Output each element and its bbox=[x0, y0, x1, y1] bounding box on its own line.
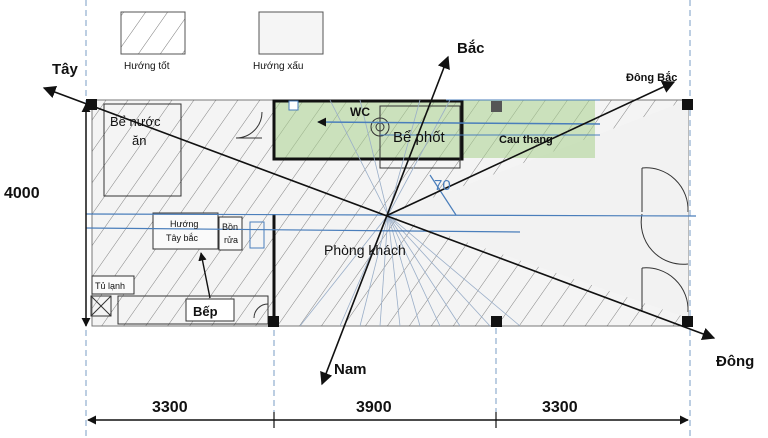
compass-south-label: Nam bbox=[334, 361, 367, 378]
label-fridge: Tủ lạnh bbox=[95, 281, 125, 291]
compass-west-east-line bbox=[42, 86, 716, 340]
compass-west-label: Tây bbox=[52, 61, 79, 78]
label-wc: WC bbox=[350, 105, 370, 119]
stairs-post bbox=[491, 101, 502, 112]
dimensions: 4000 3300 3900 3300 bbox=[4, 103, 689, 428]
label-kitchen-dir-1: Hướng bbox=[170, 219, 198, 229]
compass-lines bbox=[42, 55, 716, 386]
legend-bad-swatch bbox=[258, 11, 324, 55]
height-dimension-label: 4000 bbox=[4, 185, 40, 202]
label-sink-1: Bồn bbox=[222, 222, 238, 232]
legend-good-label: Hướng tốt bbox=[124, 60, 170, 72]
legend-good-swatch bbox=[120, 11, 186, 55]
compass-northeast-label: Đông Bắc bbox=[626, 71, 677, 84]
labels: Bể nước ăn WC Bể phốt Cau thang 70 Phòng… bbox=[52, 39, 754, 378]
legend-bad-label: Hướng xấu bbox=[253, 60, 304, 72]
legend: Hướng tốt Hướng xấu bbox=[120, 11, 324, 72]
compass-north-label: Bắc bbox=[457, 39, 485, 57]
compass-east-label: Đông bbox=[716, 353, 754, 370]
bay1-dimension-label: 3300 bbox=[152, 399, 188, 416]
label-angle: 70 bbox=[434, 177, 451, 194]
label-sink-2: rửa bbox=[224, 235, 238, 245]
bay2-dimension-label: 3900 bbox=[356, 399, 392, 416]
label-water-tank-1: Bể nước bbox=[110, 114, 161, 129]
label-septic-tank: Bể phốt bbox=[393, 129, 446, 146]
compass-northeast-line bbox=[387, 81, 676, 216]
bay3-dimension-label: 3300 bbox=[542, 399, 578, 416]
wc-door-icon bbox=[288, 100, 299, 111]
label-living-room: Phòng khách bbox=[324, 242, 406, 258]
label-kitchen-dir-2: Tây bắc bbox=[166, 233, 199, 243]
kitchen-direction-arrow bbox=[198, 252, 211, 299]
label-kitchen: Bếp bbox=[193, 304, 218, 319]
label-stairs: Cau thang bbox=[499, 134, 553, 146]
label-water-tank-2: ăn bbox=[132, 133, 146, 148]
